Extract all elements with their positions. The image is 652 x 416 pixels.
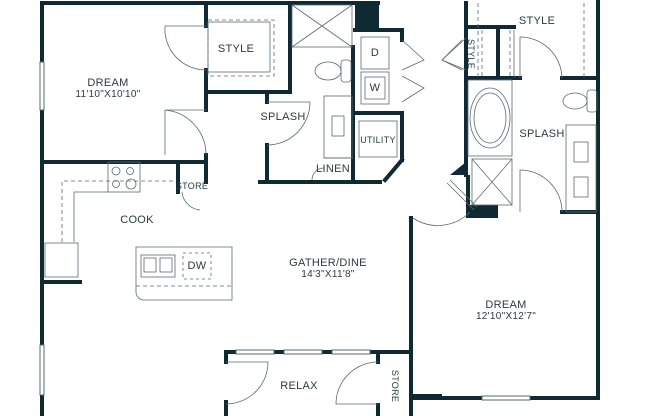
room-style-3: STYLE	[466, 38, 476, 70]
room-dream-2: DREAM 12'10"X12'7"	[476, 299, 536, 323]
room-style-2: STYLE	[518, 15, 556, 27]
room-dimensions: 12'10"X12'7"	[475, 311, 537, 322]
room-dimensions: 14'3"X11'8"	[301, 269, 355, 280]
room-linen: LINEN	[316, 163, 350, 175]
room-relax: RELAX	[280, 380, 318, 392]
room-splash-2: SPLASH	[519, 128, 565, 140]
room-cook: COOK	[120, 214, 154, 226]
room-store-relax: STORE	[390, 369, 400, 403]
room-store-kitchen: STORE	[175, 181, 209, 191]
room-name: GATHER/DINE	[289, 257, 367, 269]
room-name: DREAM	[87, 77, 129, 89]
dishwasher-label: DW	[187, 260, 207, 272]
room-style-1: STYLE	[217, 43, 255, 55]
washer-label: W	[369, 82, 381, 94]
room-dream-1: DREAM 11'10"X10'10"	[75, 77, 140, 101]
room-gather-dine: GATHER/DINE 14'3"X11'8"	[289, 257, 367, 281]
room-dimensions: 11'10"X10'10"	[75, 89, 141, 100]
room-utility: UTILITY	[360, 135, 396, 145]
room-name: DREAM	[485, 299, 527, 311]
dryer-label: D	[370, 47, 380, 59]
room-splash-1: SPLASH	[260, 111, 306, 123]
